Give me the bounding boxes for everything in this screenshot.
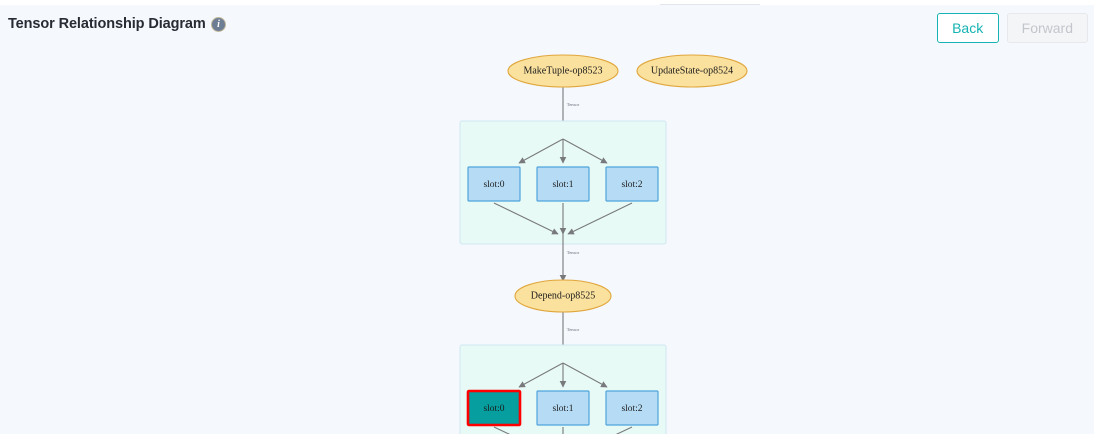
bottom-slot-1[interactable]: slot:1 bbox=[536, 390, 590, 426]
cluster-bottom-fan-out-edges bbox=[493, 426, 633, 434]
edge-label-tensor-3: Tensor bbox=[567, 327, 580, 332]
cluster-top: slot:0 slot:1 slot:2 bbox=[459, 120, 667, 245]
op-node-make-tuple[interactable]: MakeTuple-op8523 bbox=[507, 54, 619, 88]
top-hairline-divider bbox=[660, 4, 760, 5]
top-white-strip bbox=[0, 0, 1094, 5]
bottom-slot-2[interactable]: slot:2 bbox=[605, 390, 659, 426]
edge-label-tensor-1: Tensor bbox=[567, 102, 580, 107]
graph-svg: Tensor slot:0 slot:1 bbox=[459, 54, 748, 434]
top-slot-0[interactable]: slot:0 bbox=[467, 166, 521, 202]
cluster-top-fan-in-edges bbox=[518, 138, 608, 164]
cluster-top-fan-out-edges bbox=[493, 202, 633, 235]
info-icon[interactable]: i bbox=[211, 17, 226, 32]
op-node-depend[interactable]: Depend-op8525 bbox=[514, 279, 612, 313]
edge-label-tensor-2: Tensor bbox=[567, 250, 580, 255]
graph-canvas[interactable]: Tensor slot:0 slot:1 bbox=[0, 49, 1094, 434]
cluster-bottom: slot:0 slot:1 slot:2 bbox=[459, 344, 667, 434]
op-node-update-state[interactable]: UpdateState-op8524 bbox=[636, 54, 748, 88]
page-title: Tensor Relationship Diagram bbox=[8, 16, 206, 32]
bottom-slot-0[interactable]: slot:0 bbox=[466, 389, 522, 427]
forward-button: Forward bbox=[1006, 13, 1088, 43]
page-header: Tensor Relationship Diagram i Back Forwa… bbox=[0, 5, 1094, 49]
back-button[interactable]: Back bbox=[936, 13, 999, 43]
navigation-button-group: Back Forward bbox=[936, 13, 1088, 43]
top-slot-1[interactable]: slot:1 bbox=[536, 166, 590, 202]
top-slot-2[interactable]: slot:2 bbox=[605, 166, 659, 202]
cluster-bottom-fan-in-edges bbox=[518, 362, 608, 388]
